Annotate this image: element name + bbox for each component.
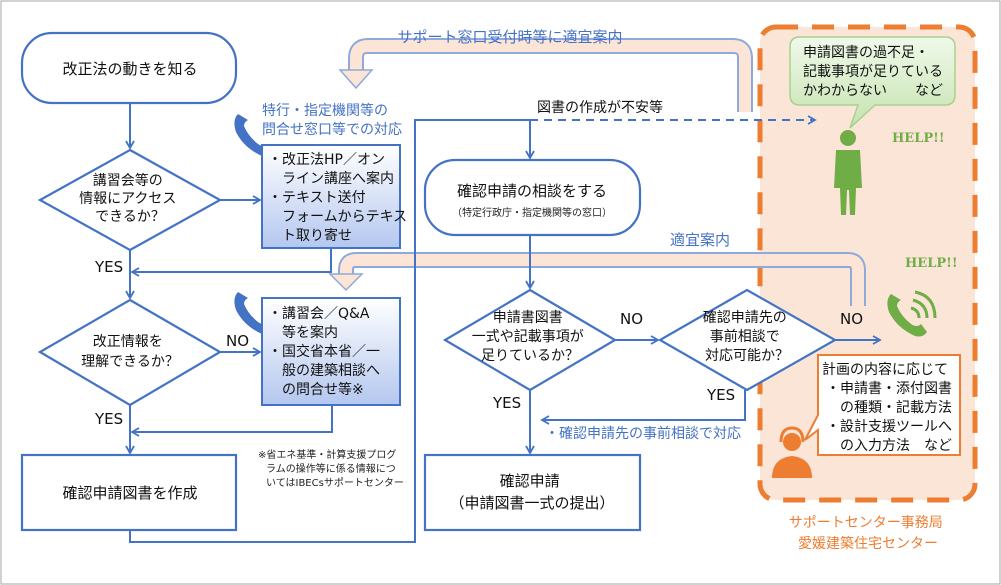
person-icon [834,130,862,215]
decision-access-info [37,148,223,252]
help-label-1: HELP!! [892,131,945,146]
consult-box-title: 確認申請の相談をする [457,182,607,200]
consult-box [423,158,642,237]
speech-bubble [789,36,956,129]
start-box-label: 改正法の動きを知る [62,60,197,78]
help-label-2: HELP!! [905,256,958,271]
top-arrow-label: サポート窓口受付時等に適宜案内 [397,28,622,46]
no-label-1: NO [226,332,249,350]
yes-label-1: YES [94,258,123,276]
no-label-3: NO [840,310,863,328]
yes-label-4: YES [492,394,521,412]
start-box [20,31,238,105]
decision-documents-complete [442,288,618,392]
footnote: ※省エネ基準・計算支援プログ ラムの操作等に係る情報につ いてはIBECsサポー… [258,448,404,489]
yes-label-2: YES [94,410,123,428]
mid-guidance-arrow [328,252,866,306]
guidance-box-1 [261,144,401,249]
create-documents-box [20,453,238,532]
phone-ringing-icon [887,290,937,337]
pre-consult-label: ・確認申請先の事前相談で対応 [545,425,741,442]
speech-bubble-text: 申請図書の過不足・ 記載事項が足りている かわからない など [803,45,947,99]
consult-header: 特行・指定機関等の 問合せ窓口等での対応 [262,102,402,138]
no-label-2: NO [620,310,643,328]
create-documents-label: 確認申請図書を作成 [62,484,197,502]
consult-box-sub: （特定行政庁・指定機関等の窓口） [452,206,612,219]
support-center-name: サポートセンター事務局 愛媛建築住宅センター [789,515,947,552]
top-guidance-arrow [338,38,753,112]
support-info-box [804,354,961,456]
operator-headset-icon [772,426,812,478]
decision-preconsult [657,288,838,392]
anxiety-label: 図書の作成が不安等 [537,99,663,116]
decision-documents-complete-label: 申請書図書 一式や記載事項が 足りているか？ [472,310,588,364]
guidance-box-1-text: ・改正法HP／オン ライン講座へ案内 ・テキスト送付 フォームからテキス ト取り… [268,152,412,244]
submit-box [423,453,642,532]
decision-preconsult-label: 確認申請先の 事前相談で 対応可能か？ [703,310,791,364]
mid-arrow-label: 適宜案内 [670,231,730,249]
decision-understand [37,298,223,407]
decision-access-info-label: 講習会等の 情報にアクセス できるか？ [79,172,181,225]
support-info-text: 計画の内容に応じて ・申請書・添付図書 の種類・記載方法 ・設計支援ツールへ の… [822,361,956,454]
guidance-box-2-text: ・講習会／Q&A 等を案内 ・国交省本省／一 般の建築相談へ の問合せ等※ [268,306,384,398]
guidance-box-2 [261,297,401,406]
yes-label-3: YES [706,386,735,404]
decision-understand-label: 改正情報を 理解できるか？ [81,334,179,370]
submit-box-label: 確認申請 （申請図書一式の提出） [449,472,614,512]
